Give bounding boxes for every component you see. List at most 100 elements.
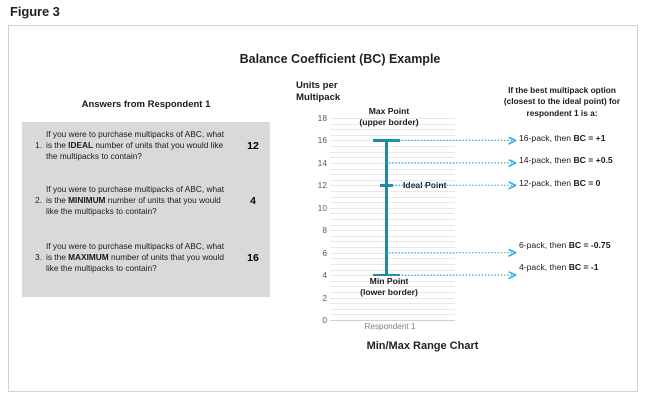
gridline <box>330 168 455 170</box>
bc-pack-label: 16-pack, then <box>519 133 574 143</box>
y-tick-label: 4 <box>322 270 327 281</box>
gridline <box>330 241 455 243</box>
question-row: 1. If you were to purchase multipacks of… <box>22 129 270 163</box>
y-axis-title-line1: Units per <box>296 80 338 91</box>
y-axis-title: Units per Multipack <box>296 80 366 104</box>
ideal-cap <box>379 184 393 187</box>
page-title: Balance Coefficient (BC) Example <box>239 52 441 66</box>
min-point-line1: Min Point <box>369 276 409 286</box>
gridline <box>330 286 455 288</box>
question-emphasis: IDEAL <box>68 140 94 151</box>
gridline <box>330 247 455 249</box>
y-tick-label: 14 <box>317 157 327 168</box>
max-cap <box>372 139 400 142</box>
y-tick-label: 12 <box>317 180 327 191</box>
gridline <box>330 303 455 305</box>
bc-item: 16-pack, then BC = +1 <box>519 133 605 143</box>
max-point-annotation: Max Point (upper border) <box>330 106 448 128</box>
question-text: If you were to purchase multipacks of AB… <box>46 241 236 275</box>
y-tick-label: 0 <box>322 315 327 325</box>
max-point-line2: (upper border) <box>359 117 419 127</box>
question-text: If you were to purchase multipacks of AB… <box>46 129 236 163</box>
bc-item: 4-pack, then BC = -1 <box>519 262 599 272</box>
bc-value: BC = 0 <box>573 178 601 188</box>
gridline <box>330 230 455 232</box>
gridline <box>330 179 455 181</box>
right-intro-line3: respondent 1 is a: <box>526 107 598 118</box>
question-text-before: If you were to purchase multipacks of AB… <box>46 129 225 151</box>
question-text-after: number of units that you would like the … <box>46 252 225 274</box>
right-intro-line2: (closest to the ideal point) for <box>503 96 621 107</box>
gridline <box>330 134 455 136</box>
gridline <box>330 157 455 159</box>
question-number: 1. <box>35 140 42 151</box>
gridline <box>330 263 455 265</box>
max-point-line1: Max Point <box>368 106 410 116</box>
gridline <box>330 207 455 209</box>
gridline <box>330 190 455 192</box>
answers-box: 1. If you were to purchase multipacks of… <box>22 122 270 297</box>
bc-pack-label: 6-pack, then <box>519 240 569 250</box>
bc-value: BC = -1 <box>568 262 599 272</box>
min-cap <box>372 273 400 277</box>
y-tick-label: 8 <box>322 225 327 236</box>
question-text-before: If you were to purchase multipacks of AB… <box>46 241 225 263</box>
bc-pack-label: 14-pack, then <box>519 155 574 165</box>
gridline <box>330 258 455 260</box>
question-number: 3. <box>35 252 42 263</box>
question-text-before: If you were to purchase multipacks of AB… <box>46 184 225 206</box>
y-tick-label: 18 <box>317 113 327 123</box>
bc-pack-label: 12-pack, then <box>519 178 574 188</box>
range-bar <box>385 140 388 276</box>
bc-value: BC = +0.5 <box>573 155 613 165</box>
y-tick-label: 16 <box>317 135 327 146</box>
bc-item: 12-pack, then BC = 0 <box>519 178 600 188</box>
question-text-after: number of units that you would like the … <box>46 195 221 217</box>
question-emphasis: MAXIMUM <box>68 252 109 263</box>
ideal-point-annotation: Ideal Point <box>403 180 447 190</box>
gridline <box>330 146 455 148</box>
answer-value: 12 <box>247 139 259 152</box>
gridline <box>330 196 455 198</box>
min-point-line2: (lower border) <box>360 287 418 297</box>
answers-heading: Answers from Respondent 1 <box>81 99 211 110</box>
gridline <box>330 129 455 131</box>
gridline <box>330 174 455 176</box>
gridline <box>330 297 455 299</box>
gridline <box>330 291 455 293</box>
gridline <box>330 118 455 119</box>
y-axis-ticks: 18 16 14 12 10 8 6 4 2 0 <box>303 113 327 325</box>
bc-pack-label: 4-pack, then <box>519 262 569 272</box>
gridline <box>330 224 455 226</box>
question-text-after: number of units that you would like the … <box>46 140 224 162</box>
min-point-annotation: Min Point (lower border) <box>330 276 448 298</box>
gridline <box>330 219 455 220</box>
bc-item: 6-pack, then BC = -0.75 <box>519 240 610 250</box>
gridline <box>330 162 455 164</box>
gridline <box>330 269 455 271</box>
right-intro-line1: If the best multipack option <box>508 85 616 95</box>
bc-item: 14-pack, then BC = +0.5 <box>519 155 613 165</box>
gridline <box>330 252 455 254</box>
gridline <box>330 123 455 125</box>
axis-baseline <box>330 320 455 321</box>
x-axis-category-label: Respondent 1 <box>364 322 416 331</box>
bc-value: BC = +1 <box>573 133 606 143</box>
question-emphasis: MINIMUM <box>68 195 106 206</box>
y-axis-title-line2: Multipack <box>296 92 341 103</box>
answer-value: 16 <box>247 251 259 264</box>
y-tick-label: 6 <box>322 247 327 258</box>
chart-caption: Min/Max Range Chart <box>366 340 479 352</box>
bc-value: BC = -0.75 <box>568 240 611 250</box>
gridline <box>330 308 455 310</box>
gridline <box>330 235 455 237</box>
gridline <box>330 213 455 215</box>
question-text: If you were to purchase multipacks of AB… <box>46 184 236 218</box>
figure-label: Figure 3 <box>10 4 60 19</box>
question-number: 2. <box>35 195 42 206</box>
right-panel-intro: If the best multipack option (closest to… <box>484 85 640 119</box>
y-tick-label: 10 <box>317 202 327 213</box>
answer-value: 4 <box>250 194 256 207</box>
gridline <box>330 280 455 282</box>
y-tick-label: 2 <box>322 292 327 303</box>
